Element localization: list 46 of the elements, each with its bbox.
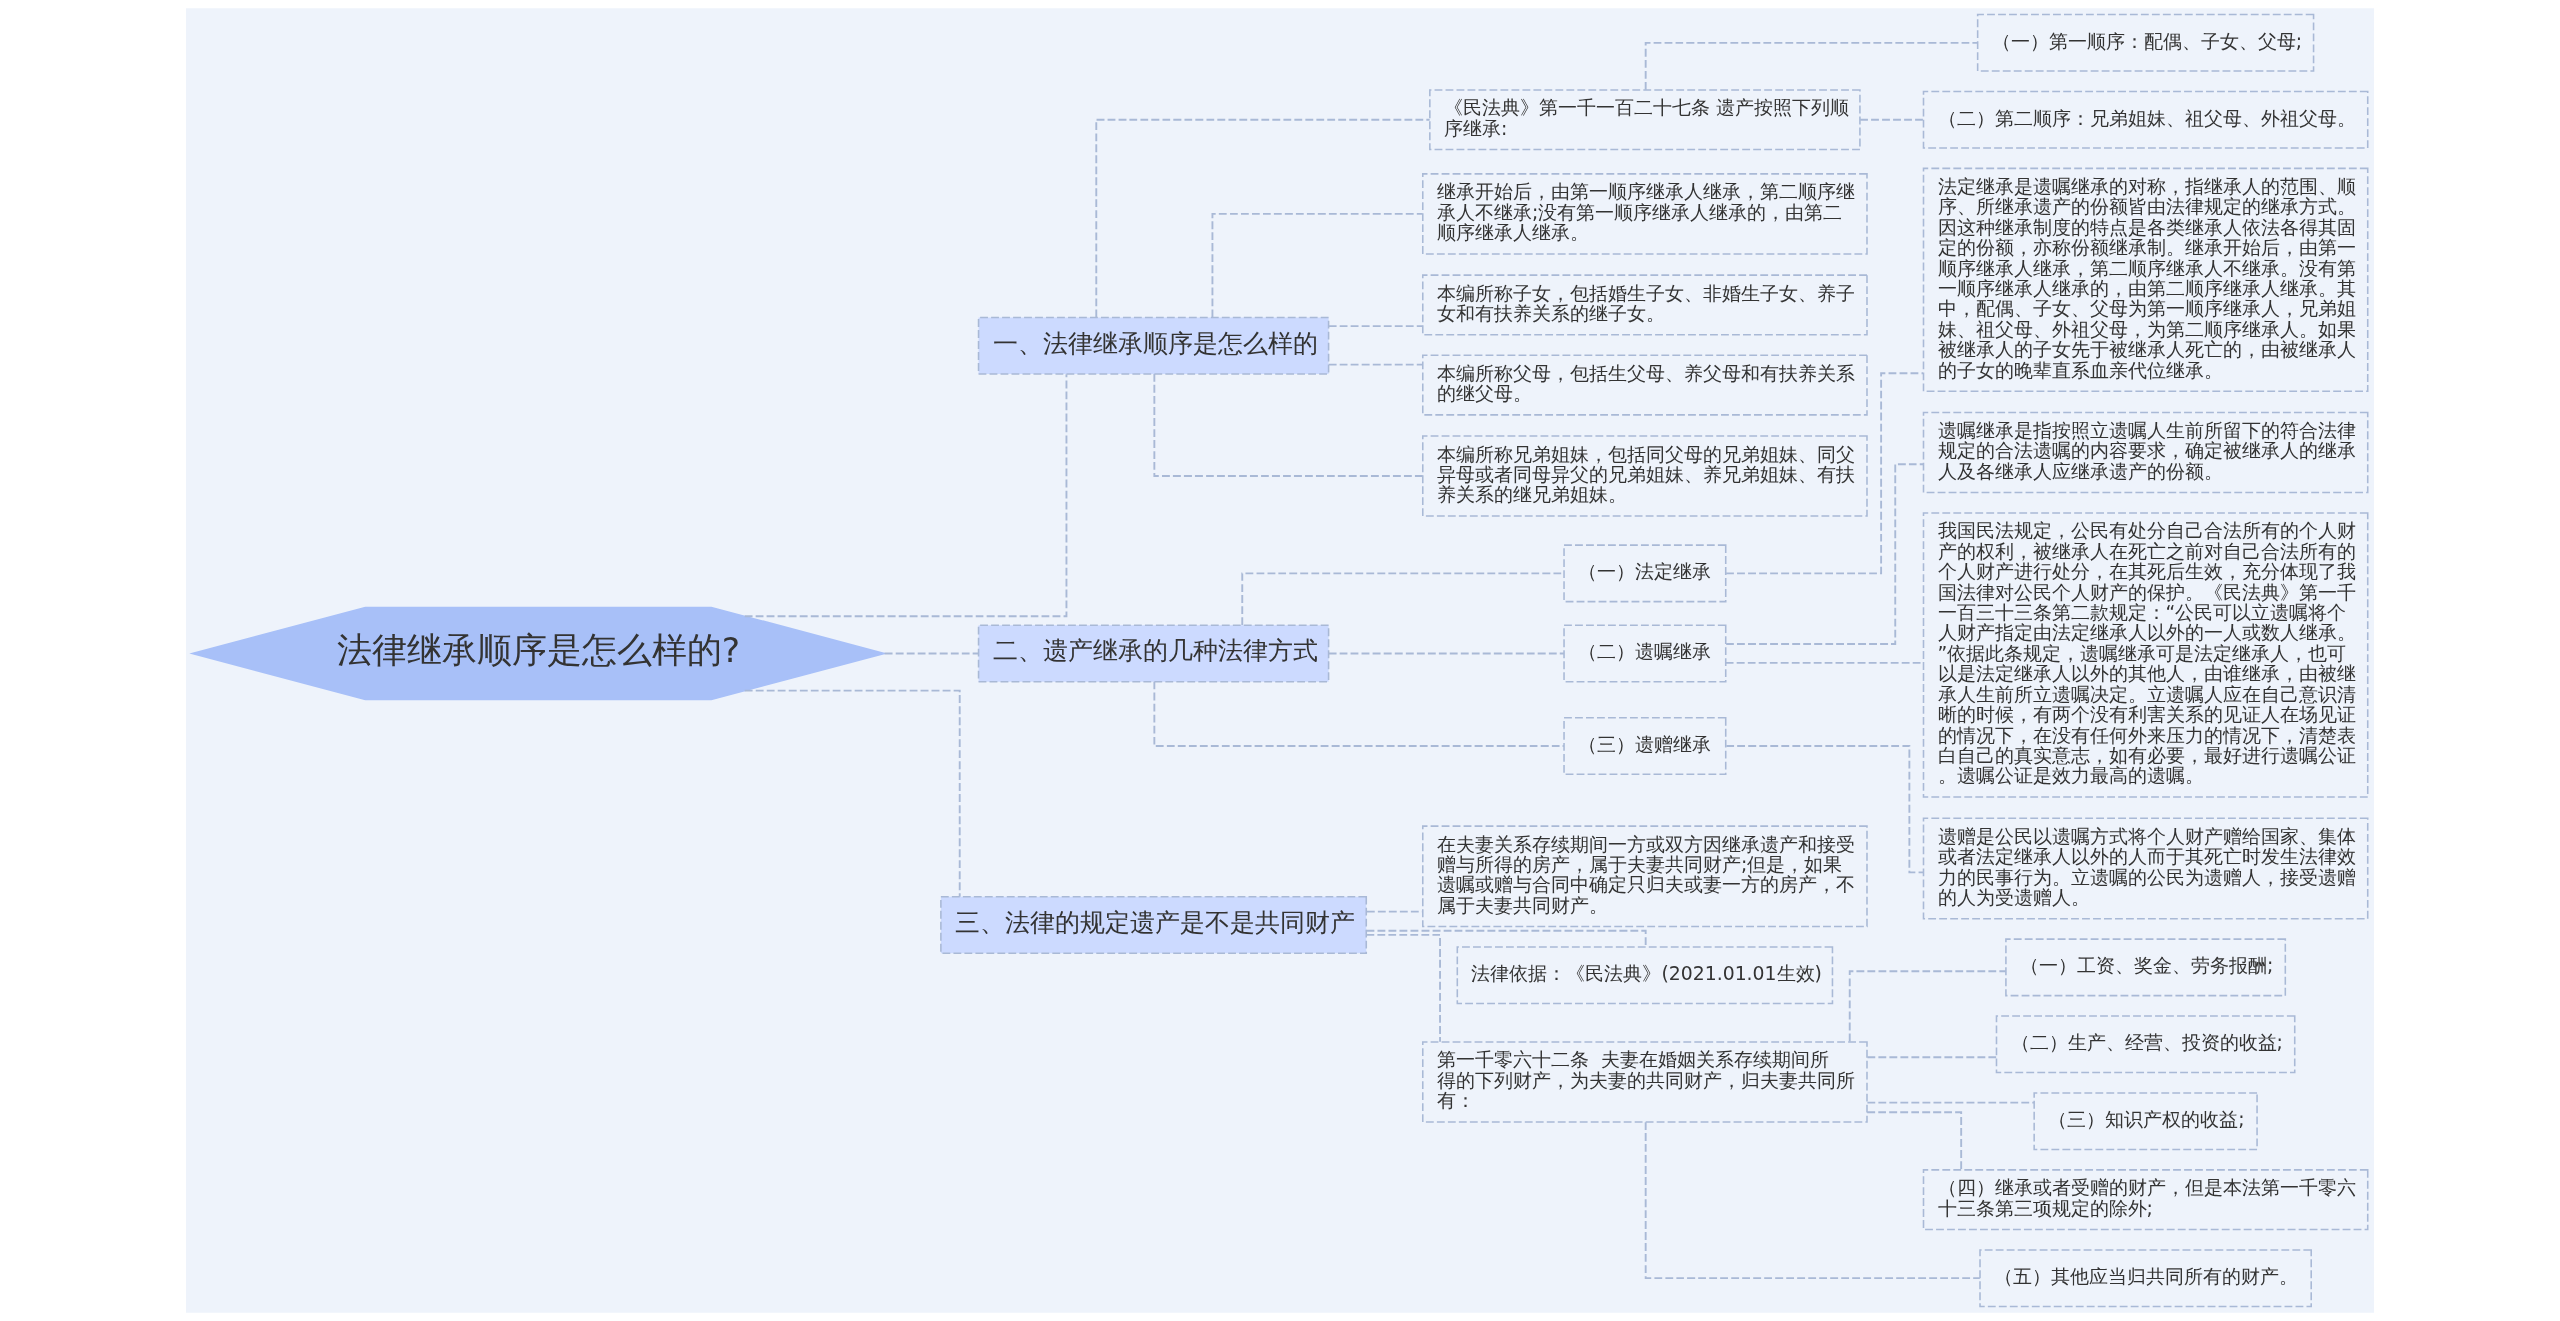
connector bbox=[883, 652, 980, 655]
connector bbox=[1153, 680, 1565, 747]
connector bbox=[1095, 118, 1431, 319]
node-box: 遗嘱继承是指按照立遗嘱人生前所留下的符合法律规定的合法遗嘱的内容要求，确定被继承人的继承人及各继承人应继承遗产的份额。 bbox=[1922, 411, 2369, 494]
connector bbox=[1153, 373, 1424, 477]
node-box: 本编所称兄弟姐妹，包括同父母的兄弟姐妹、同父异母或者同母异父的兄弟姐妹、养兄弟姐妹、有扶养关系的继兄弟姐妹。 bbox=[1422, 435, 1868, 517]
connector bbox=[1644, 1121, 1981, 1280]
connector bbox=[1365, 929, 1647, 948]
node-box: 第一千零六十二条 夫妻在婚姻关系存续期间所得的下列财产，为夫妻的共同财产，归夫妻共同所有： bbox=[1422, 1041, 1868, 1123]
node-box: 法定继承是遗嘱继承的对称，指继承人的范围、顺序、所继承遗产的份额皆由法律规定的继承方式。因这种继承制度的特点是各类继承人依法各得其固定的份额，亦称份额继承制。继承开始后，由第一顺序继承人继承，第二顺序继承人不继承。没有第一顺序继承人继承的，由第二顺序继承人继承。其中，配偶、子女、父母为第一顺序继承人，兄弟姐妹、祖父母、外祖父母，为第二顺序继承人。如果被继承人的子女先于被继承人死亡的，由被继承人的子女的晚辈直系血亲代位继承。 bbox=[1922, 167, 2369, 393]
connector bbox=[743, 689, 961, 898]
connector bbox=[1866, 1111, 1963, 1171]
node-box: （一）工资、奖金、劳务报酬; bbox=[2005, 938, 2287, 997]
node-box: （二）第二顺序：兄弟姐妹、祖父母、外祖父母。 bbox=[1922, 90, 2369, 149]
connector bbox=[1327, 325, 1424, 328]
connector bbox=[1866, 1101, 2036, 1104]
node-box: 本编所称子女，包括婚生子女、非婚生子女、养子女和有扶养关系的继子女。 bbox=[1422, 274, 1868, 336]
node-box: 本编所称父母，包括生父母、养父母和有扶养关系的继父母。 bbox=[1422, 354, 1868, 416]
node-box: （三）知识产权的收益; bbox=[2033, 1092, 2258, 1151]
node-box: （二）遗嘱继承 bbox=[1563, 624, 1727, 683]
node-box: 我国民法规定，公民有处分自己合法所有的个人财产的权利，被继承人在死亡之前对自己合法所有的个人财产进行处分，在其死后生效，充分体现了我国法律对公民个人财产的保护。《民法典》第一千一百三十三条第二款规定：“公民可以立遗嘱将个人财产指定由法定继承人以外的一人或数人继承。”依据此条规定，遗嘱继承可是法定继承人，也可以是法定继承人以外的其他人，由谁继承，由被继承人生前所立遗嘱决定。立遗嘱人应在自己意识清晰的时候，有两个没有利害关系的见证人在场见证的情况下，在没有任何外来压力的情况下，清楚表白自己的真实意志，如有必要，最好进行遗嘱公证。遗嘱公证是效力最高的遗嘱。 bbox=[1922, 512, 2369, 798]
connector bbox=[1365, 934, 1441, 1043]
node-box: （四）继承或者受赠的财产，但是本法第一千零六十三条第三项规定的除外; bbox=[1922, 1169, 2369, 1231]
node-box: （五）其他应当归共同所有的财产。 bbox=[1979, 1249, 2312, 1308]
connector bbox=[743, 373, 1068, 618]
connector bbox=[1866, 1056, 1998, 1059]
connector bbox=[1859, 118, 1925, 121]
node-box: （一）第一顺序：配偶、子女、父母; bbox=[1976, 13, 2315, 72]
node-box: （三）遗赠继承 bbox=[1563, 717, 1727, 776]
node-box: 遗赠是公民以遗嘱方式将个人财产赠给国家、集体或者法定继承人以外的人而于其死亡时发生法律效力的民事行为。立遗嘱的公民为遗赠人，接受遗赠的人为受遗赠人。 bbox=[1922, 817, 2369, 920]
connector bbox=[1725, 372, 1924, 575]
node-box: 二、遗产继承的几种法律方式 bbox=[977, 624, 1330, 683]
node-box: 法律依据：《民法典》(2021.01.01生效) bbox=[1456, 946, 1834, 1005]
node-box: （一）法定继承 bbox=[1563, 544, 1727, 603]
connector bbox=[1644, 41, 1978, 91]
node-box: 继承开始后，由第一顺序继承人继承，第二顺序继承人不继承;没有第一顺序继承人继承的，由第二顺序继承人继承。 bbox=[1422, 173, 1868, 255]
connector bbox=[1848, 970, 2007, 1043]
node-box: 在夫妻关系存续期间一方或双方因继承遗产和接受赠与所得的房产，属于夫妻共同财产;但是，如果遗嘱或赠与合同中确定只归夫或妻一方的房产，不属于夫妻共同财产。 bbox=[1422, 825, 1868, 928]
connector bbox=[1211, 213, 1424, 319]
node-box: 三、法律的规定遗产是不是共同财产 bbox=[940, 895, 1368, 955]
connector bbox=[1725, 463, 1925, 645]
node-box: 一、法律继承顺序是怎么样的 bbox=[977, 316, 1330, 375]
connector bbox=[1327, 652, 1565, 655]
node-box: （二）生产、经营、投资的收益; bbox=[1995, 1015, 2296, 1074]
node-box: 《民法典》第一千一百二十七条 遗产按照下列顺序继承: bbox=[1429, 89, 1861, 151]
connector bbox=[1327, 363, 1424, 366]
